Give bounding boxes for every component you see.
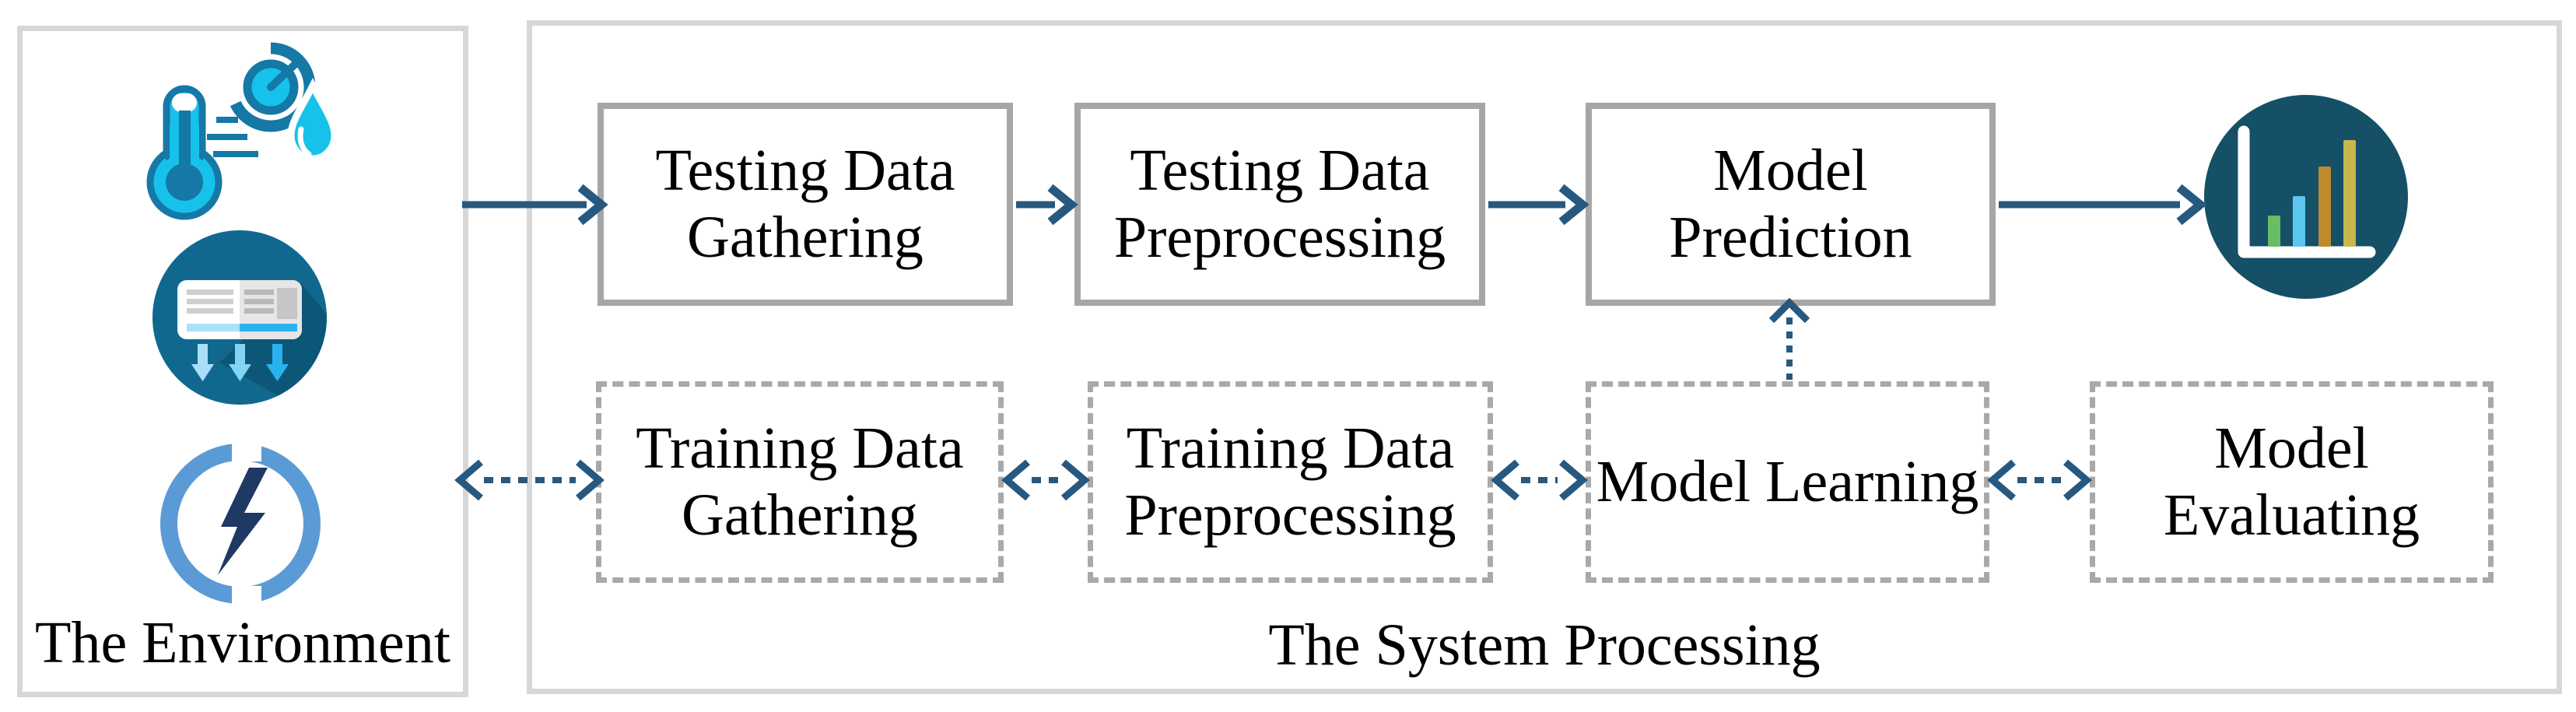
model-evaluating-label: Model Evaluating — [2163, 415, 2420, 548]
model-learning-box: Model Learning — [1586, 381, 1989, 583]
temperature-humidity-icon — [132, 33, 389, 235]
model-prediction-box: Model Prediction — [1586, 103, 1996, 306]
air-conditioner-icon — [148, 229, 331, 413]
environment-panel-label: The Environment — [35, 610, 450, 675]
model-prediction-label: Model Prediction — [1669, 137, 1912, 270]
testing-data-gathering-label: Testing Data Gathering — [655, 137, 955, 270]
testing-data-gathering-box: Testing Data Gathering — [598, 103, 1013, 306]
training-data-gathering-box: Training Data Gathering — [596, 381, 1004, 583]
system-panel-label: The System Processing — [1268, 612, 1821, 678]
training-data-preprocessing-label: Training Data Preprocessing — [1124, 415, 1456, 548]
testing-data-preprocessing-box: Testing Data Preprocessing — [1074, 103, 1485, 306]
prediction-chart-icon — [2196, 93, 2417, 307]
testing-data-preprocessing-label: Testing Data Preprocessing — [1113, 137, 1446, 270]
training-data-gathering-label: Training Data Gathering — [636, 415, 964, 548]
model-evaluating-box: Model Evaluating — [2090, 381, 2494, 583]
energy-icon — [154, 437, 327, 613]
model-learning-label: Model Learning — [1596, 448, 1979, 514]
training-data-preprocessing-box: Training Data Preprocessing — [1088, 381, 1493, 583]
